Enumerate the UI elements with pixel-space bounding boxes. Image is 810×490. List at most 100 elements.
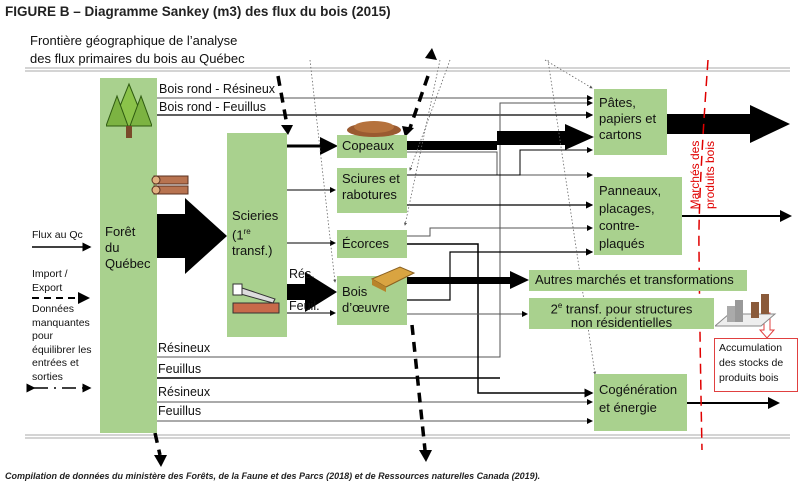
node-sciures: Sciures et rabotures <box>337 168 407 213</box>
import-copeaux <box>408 75 430 129</box>
label-bois-rond-feuillus: Bois rond - Feuillus <box>159 100 266 114</box>
node-pates: Pâtes, papiers et cartons <box>594 89 667 155</box>
boundary-label-2: des flux primaires du bois au Québec <box>30 51 245 66</box>
label-resineux-1: Résineux <box>158 341 211 355</box>
legend-missing-5: entrées et <box>32 357 79 369</box>
legend-missing-4: équilibrer les <box>32 343 92 356</box>
node-ecorces: Écorces <box>337 230 407 258</box>
lumber-icon <box>370 266 416 292</box>
accumulation-label-3: produits bois <box>719 372 779 384</box>
export-foret <box>153 432 162 456</box>
flow-bois-panneaux <box>407 248 594 301</box>
legend-missing-6: sorties <box>32 370 63 383</box>
legend-flux: Flux au Qc <box>32 229 83 241</box>
legend-import: Import / Export <box>32 268 68 295</box>
pates-label-2: papiers et <box>599 111 657 126</box>
saw-icon <box>232 283 280 314</box>
missing-4 <box>547 59 597 375</box>
import-scieries <box>276 75 289 126</box>
legend-import-2: Export <box>32 281 63 294</box>
node-deuxieme-transf: 2e transf. pour structures non résidenti… <box>529 298 714 331</box>
legend-missing: Données manquantes pour équilibrer les e… <box>32 303 92 384</box>
deuxieme-label-2: non résidentielles <box>570 315 673 331</box>
arrowhead-import-copeaux <box>402 126 414 137</box>
accumulation-box: Accumulation des stocks de produits bois <box>714 338 798 392</box>
arrowhead-scieries <box>281 125 293 135</box>
legend-missing-2: manquantes <box>32 316 90 329</box>
flow-sciures-pates <box>407 147 593 176</box>
scieries-label-3: transf.) <box>232 243 273 259</box>
flow-copeaux-pates <box>407 124 594 150</box>
cogen-label-2: et énergie <box>599 400 657 415</box>
missing-3 <box>544 59 593 89</box>
node-autres: Autres marchés et transformations <box>529 270 747 291</box>
legend-import-1: Import / <box>32 268 68 280</box>
arrowhead-export-foret <box>154 455 167 467</box>
markets-label-1: Marchés des <box>688 140 702 210</box>
deuxieme-label-1: transf. pour structures <box>562 301 693 317</box>
node-cogeneration: Cogénération et énergie <box>594 374 687 431</box>
label-resineux-2: Résineux <box>158 385 211 399</box>
node-copeaux: Copeaux <box>337 135 407 158</box>
scieries-sup: re <box>243 227 251 236</box>
flow-copeaux-panneaux <box>407 151 593 178</box>
markets-label: Marchés des produits bois <box>688 120 718 230</box>
sciures-label-2: rabotures <box>342 187 397 202</box>
panneaux-label-3: contre- <box>599 218 640 233</box>
footer-source: Compilation de données du ministère des … <box>5 471 541 481</box>
node-panneaux: Panneaux, placages, contre- plaqués <box>594 177 682 255</box>
legend-missing-1: Données <box>32 303 75 315</box>
figure-title: FIGURE B – Diagramme Sankey (m3) des flu… <box>5 4 391 19</box>
label-feuillus-2: Feuillus <box>158 404 202 418</box>
boundary-label-1: Frontière géographique de l’analyse <box>30 33 238 48</box>
flow-ecorces-cogen <box>407 243 594 398</box>
flow-foret-scieries <box>157 198 227 274</box>
panneaux-label-4: plaqués <box>599 235 645 251</box>
arrowhead-export-copeaux <box>425 48 437 60</box>
tree-icon <box>106 82 152 138</box>
logs-icon <box>151 175 189 195</box>
flow-ecorces-panneaux <box>407 225 593 237</box>
copeaux-label: Copeaux <box>342 138 395 153</box>
panneaux-label-1: Panneaux, <box>599 183 662 198</box>
market-boundary-line <box>698 59 709 451</box>
sciures-label-1: Sciures et <box>342 171 400 186</box>
pates-label-3: cartons <box>599 127 642 142</box>
label-feuil: Feuil. <box>289 299 320 313</box>
bois-label-1: Bois <box>342 284 368 299</box>
cogen-label-1: Cogénération <box>599 382 678 397</box>
export-bois <box>410 324 427 451</box>
pates-label-1: Pâtes, <box>599 95 636 110</box>
flow-bois-autres <box>407 271 529 289</box>
accumulation-label-2: des stocks de <box>719 357 784 369</box>
flow-res-bois <box>287 272 337 312</box>
bois-label-2: d’œuvre <box>342 300 390 315</box>
missing-2 <box>403 59 441 226</box>
foret-label-2: du <box>105 240 120 255</box>
label-feuillus-1: Feuillus <box>158 362 202 376</box>
autres-label: Autres marchés et transformations <box>535 272 734 287</box>
boundary-top <box>25 67 790 72</box>
scieries-label-1: Scieries <box>232 208 279 223</box>
label-res: Rés. <box>289 267 315 281</box>
panneaux-label-2: placages, <box>599 200 655 216</box>
foret-label-3: Québec <box>105 256 151 271</box>
foret-label-1: Forêt <box>105 224 136 239</box>
buildings-icon <box>715 294 777 327</box>
arrowhead-export-bois <box>419 450 432 462</box>
node-scieries: Scieries (1re transf.) <box>227 133 287 337</box>
node-foret: Forêt du Québec <box>100 78 157 433</box>
legend-missing-3: pour <box>32 330 54 342</box>
deuxieme-label-num: 2 <box>550 301 558 317</box>
boundary-bottom <box>25 434 790 439</box>
missing-1 <box>309 59 337 283</box>
markets-label-2: produits bois <box>703 140 717 210</box>
flow-resineux-1 <box>157 100 593 358</box>
ecorces-label: Écorces <box>342 236 389 251</box>
wood-chips-icon <box>347 121 401 137</box>
accumulation-label-1: Accumulation <box>719 342 783 354</box>
flow-pates-market <box>667 105 790 143</box>
deuxieme-sup: e <box>557 301 563 310</box>
